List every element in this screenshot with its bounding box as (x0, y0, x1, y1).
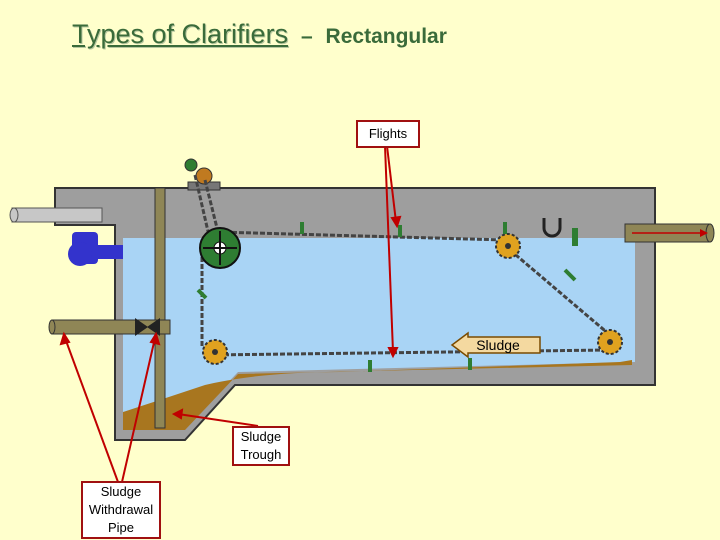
sludge-trough-label: Sludge Trough (232, 426, 290, 466)
inlet-pipe (9, 207, 103, 223)
title-dash: – (300, 25, 313, 48)
sprocket-lower-left (202, 339, 228, 365)
effluent-pipe (624, 223, 715, 243)
withdrawal-line3: Pipe (107, 520, 135, 535)
water (123, 238, 635, 428)
sludge-trough-line1: Sludge (240, 429, 282, 444)
effluent-baffle (572, 228, 578, 246)
drive-gear (199, 227, 241, 269)
sprocket-upper-right (495, 233, 521, 259)
sludge-arrow-label: Sludge (476, 337, 520, 353)
sludge-direction-arrow: Sludge (450, 331, 541, 359)
pump (68, 232, 123, 266)
title-main: Types of Clarifiers (72, 19, 289, 49)
sludge-trough-line2: Trough (240, 447, 282, 462)
withdrawal-line2: Withdrawal (88, 502, 154, 517)
drive-unit (184, 158, 221, 191)
sprocket-lower-right (597, 329, 623, 355)
leader-lines (59, 145, 402, 483)
flights (196, 222, 577, 372)
slide-title: Types of Clarifiers – Rectangular (72, 14, 447, 51)
scum-trough (542, 218, 562, 238)
flights-label-text: Flights (368, 126, 408, 141)
withdrawal-line1: Sludge (100, 484, 142, 499)
sludge-withdrawal-pipe-label: Sludge Withdrawal Pipe (81, 481, 161, 539)
sludge-layer (123, 360, 632, 430)
sludge-withdrawal-pipe (48, 187, 171, 429)
title-sub: Rectangular (325, 25, 447, 48)
chain-loop (193, 174, 611, 357)
flights-label: Flights (356, 120, 420, 148)
